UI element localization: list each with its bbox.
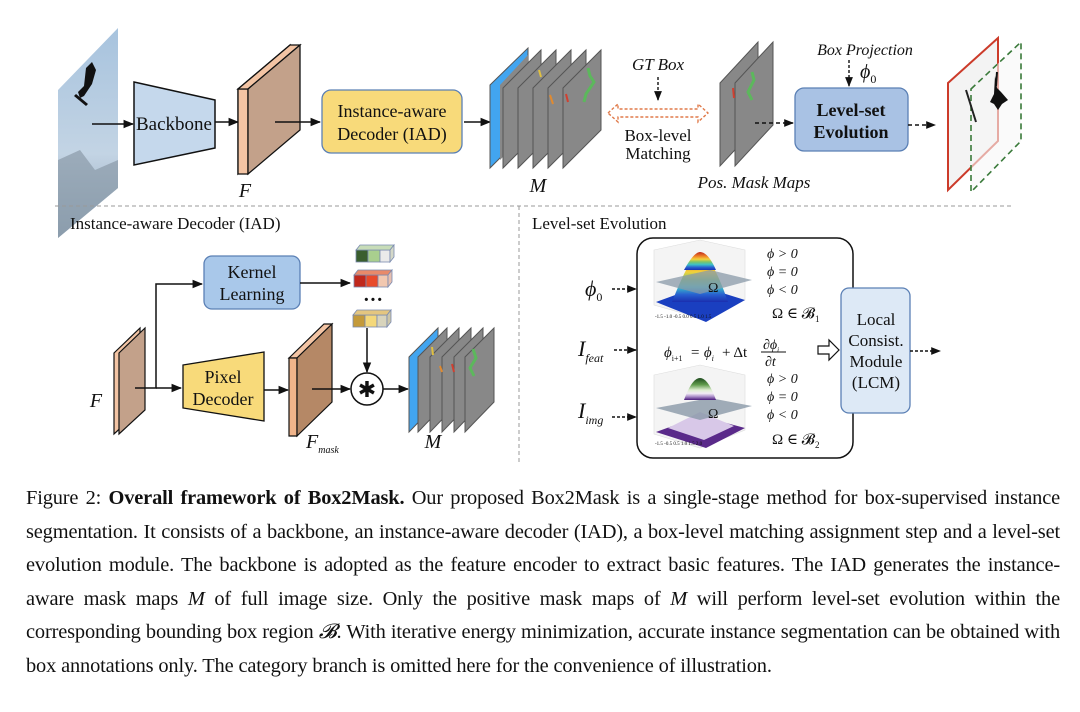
backbone-block: Backbone	[133, 81, 216, 166]
omega-2: Ω	[708, 407, 718, 422]
caption-math-m-2: M	[670, 587, 688, 610]
arrow-f-to-kernel	[135, 279, 204, 389]
svg-text:= ϕi: = ϕi	[690, 345, 714, 363]
levelset-label-line1: Level-set	[817, 100, 886, 120]
svg-text:-1.5 -1.0 -0.5 0.0 0.5 1.0 1.5: -1.5 -1.0 -0.5 0.0 0.5 1.0 1.5	[655, 315, 712, 320]
feature-map-f: F	[236, 43, 302, 202]
mask-maps-stack-iad: M	[408, 326, 495, 453]
levelset-label-line2: Evolution	[813, 122, 888, 142]
svg-text:∂t: ∂t	[765, 355, 777, 370]
levelset-evolution-block: Level-set Evolution	[794, 87, 909, 152]
fmask-feature: Fmask	[287, 322, 339, 456]
surface-plot-1: Ω -1.5 -1.0 -0.5 0.0 0.5 1.0 1.5	[653, 239, 752, 322]
svg-text:∂ϕi: ∂ϕi	[763, 338, 779, 354]
iad-f-label: F	[89, 390, 103, 412]
input-phi0: ϕ0	[585, 276, 637, 304]
gt-box-label: GT Box	[632, 55, 685, 74]
svg-text:Consist.: Consist.	[848, 331, 903, 350]
caption-text-3: will perform level-set evolution within …	[26, 587, 1060, 644]
caption-text-1: Our proposed Box2Mask is a single-stage …	[26, 487, 1060, 610]
svg-text:ϕ0: ϕ0	[585, 276, 602, 304]
surface-plot-2: Ω -1.5 -0.5 0.5 1.0 1.5 2.0	[653, 364, 752, 449]
snowboarder-silhouette	[74, 62, 96, 106]
svg-text:ϕ = 0: ϕ = 0	[767, 265, 798, 280]
kernel-label-line2: Learning	[220, 284, 285, 304]
feature-label: F	[238, 180, 252, 202]
svg-text:Iimg: Iimg	[577, 398, 603, 427]
hollow-arrow-to-lcm	[817, 338, 840, 362]
pixel-label-line2: Decoder	[193, 389, 254, 409]
fmask-label: Fmask	[305, 431, 339, 456]
caption-text-4: . With iterative energy minimization, ac…	[26, 621, 1060, 677]
box-level-matching-arrow: Box-level Matching	[606, 102, 710, 163]
svg-text:ϕ < 0: ϕ < 0	[767, 283, 798, 298]
levelset-equation: ϕi+1 = ϕi + Δt ∂ϕi ∂t	[664, 338, 786, 370]
svg-text:-1.5 -0.5 0.5 1.0 1.5 2.0: -1.5 -0.5 0.5 1.0 1.5 2.0	[655, 442, 703, 447]
matching-label-line1: Box-level	[624, 126, 691, 145]
caption-title: Overall framework of Box2Mask.	[108, 487, 405, 509]
iad-m-label: M	[424, 431, 443, 453]
input-iimg: Iimg	[577, 398, 637, 427]
box-projection-label: Box Projection	[817, 42, 913, 59]
gt-box-annotation: GT Box	[632, 55, 685, 101]
kernel-cubes: ···	[352, 243, 395, 329]
pixel-decoder-block: Pixel Decoder	[182, 351, 265, 422]
convolution-operator[interactable]: ✱	[350, 372, 384, 406]
output-segmentation	[947, 35, 1022, 194]
svg-text:ϕ = 0: ϕ = 0	[767, 390, 798, 405]
conditions-2: ϕ > 0 ϕ = 0 ϕ < 0 Ω ∈ 𝓑2	[767, 372, 819, 450]
conv-symbol: ✱	[358, 377, 376, 402]
caption-math-m-1: M	[187, 587, 205, 610]
iad-feature-f: F	[89, 326, 146, 436]
matching-label-line2: Matching	[625, 144, 691, 163]
svg-text:+ Δt: + Δt	[722, 345, 748, 361]
kernel-ellipsis: ···	[363, 289, 383, 311]
kernel-yellow	[352, 308, 392, 329]
kernel-green	[355, 243, 395, 264]
input-ifeat: Ifeat	[577, 336, 637, 365]
input-image	[58, 28, 118, 238]
backbone-label: Backbone	[136, 114, 212, 135]
positive-mask-maps: Pos. Mask Maps	[697, 40, 811, 192]
levelset-panel-title: Level-set Evolution	[532, 214, 667, 233]
caption-figure-number: Figure 2:	[26, 487, 102, 509]
svg-text:(LCM): (LCM)	[852, 373, 900, 392]
omega-1: Ω	[708, 281, 718, 296]
svg-text:ϕi+1: ϕi+1	[664, 345, 683, 363]
svg-text:ϕ > 0: ϕ > 0	[767, 247, 798, 262]
svg-text:ϕ > 0: ϕ > 0	[767, 372, 798, 387]
svg-text:Module: Module	[850, 352, 903, 371]
pos-mask-label: Pos. Mask Maps	[697, 173, 811, 192]
svg-text:ϕ < 0: ϕ < 0	[767, 408, 798, 423]
svg-text:Ifeat: Ifeat	[577, 336, 604, 365]
phi0-label-top: ϕ0	[860, 61, 876, 86]
lcm-block: Local Consist. Module (LCM)	[840, 287, 911, 414]
mask-maps-stack-top: M	[489, 46, 602, 197]
svg-text:Local: Local	[857, 310, 896, 329]
conditions-1: ϕ > 0 ϕ = 0 ϕ < 0 Ω ∈ 𝓑1	[767, 247, 819, 324]
omega-in-b2: Ω ∈ 𝓑2	[772, 432, 819, 450]
iad-label-line2: Decoder (IAD)	[337, 124, 446, 145]
iad-label-line1: Instance-aware	[338, 101, 447, 121]
omega-in-b1: Ω ∈ 𝓑1	[772, 306, 819, 324]
pixel-label-line1: Pixel	[204, 367, 241, 387]
caption-text-2: of full image size. Only the positive ma…	[204, 587, 671, 610]
framework-diagram: Backbone F Instance-aware Decoder (IAD) …	[55, 28, 1022, 462]
iad-block: Instance-aware Decoder (IAD)	[321, 89, 463, 154]
kernel-red	[353, 268, 393, 289]
iad-panel-title: Instance-aware Decoder (IAD)	[70, 214, 280, 233]
caption-math-b: 𝓑	[318, 621, 337, 643]
figure-caption: Figure 2: Overall framework of Box2Mask.…	[26, 482, 1060, 683]
kernel-label-line1: Kernel	[228, 262, 277, 282]
kernel-learning-block: Kernel Learning	[203, 255, 301, 310]
box-projection: Box Projection ϕ0	[817, 42, 913, 87]
mask-label-top: M	[529, 175, 548, 197]
